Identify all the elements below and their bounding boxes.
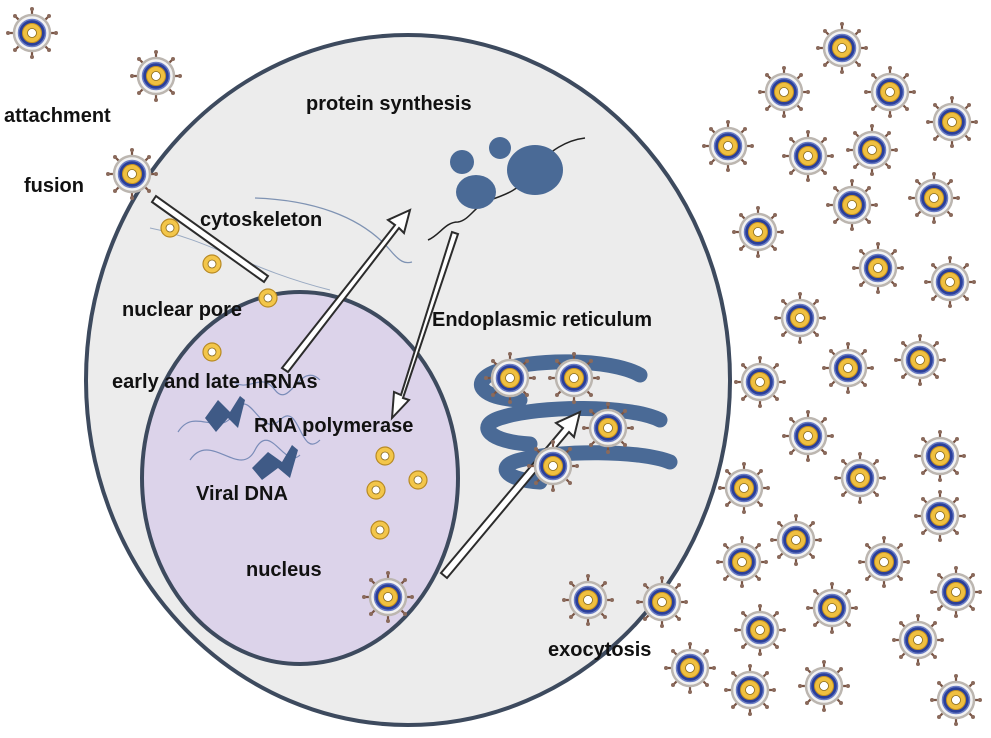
capsid-particle (408, 470, 428, 490)
cytoskeleton-filaments (254, 197, 413, 264)
virion-in-er (580, 400, 636, 456)
ribosome-subunit-small (456, 175, 496, 209)
virion-in-er (482, 350, 538, 406)
virion-outside (128, 48, 184, 104)
label-viral-dna: Viral DNA (196, 483, 288, 505)
virion-in-er (525, 438, 581, 494)
viral-dna-shape-2 (252, 445, 298, 480)
label-exocytosis: exocytosis (548, 639, 651, 661)
ribosome-dot-1 (450, 150, 474, 174)
arrow-protein-import (390, 230, 460, 421)
viral-dna-shape-1 (205, 396, 245, 432)
capsid-particle (202, 254, 222, 274)
capsid-particle (202, 342, 222, 362)
virion-fusing (104, 146, 160, 202)
label-nucleus: nucleus (246, 559, 322, 581)
capsid-particle (258, 288, 278, 308)
arrow-mrna-export (280, 208, 412, 374)
virion-in-er (546, 350, 602, 406)
capsid-particle (366, 480, 386, 500)
viral-dna-strands (177, 374, 321, 461)
capsid-particle (375, 446, 395, 466)
label-mrnas: early and late mRNAs (112, 371, 318, 393)
label-protein-synthesis: protein synthesis (306, 93, 472, 115)
label-endoplasmic-reticulum: Endoplasmic reticulum (432, 309, 652, 331)
virion-outside (4, 5, 60, 61)
nucleus-body (140, 290, 460, 666)
label-fusion: fusion (24, 175, 84, 197)
label-rna-polymerase: RNA polymerase (254, 415, 413, 437)
ribosome-dot-2 (489, 137, 511, 159)
virion-in-nucleus (360, 569, 416, 625)
label-cytoskeleton: cytoskeleton (200, 209, 322, 231)
arrow-fusion-path (150, 194, 270, 284)
capsid-particle (160, 218, 180, 238)
ribosome-subunit-large (507, 145, 563, 195)
capsid-particle (370, 520, 390, 540)
label-attachment: attachment (4, 105, 111, 127)
label-nuclear-pore: nuclear pore (122, 299, 242, 321)
